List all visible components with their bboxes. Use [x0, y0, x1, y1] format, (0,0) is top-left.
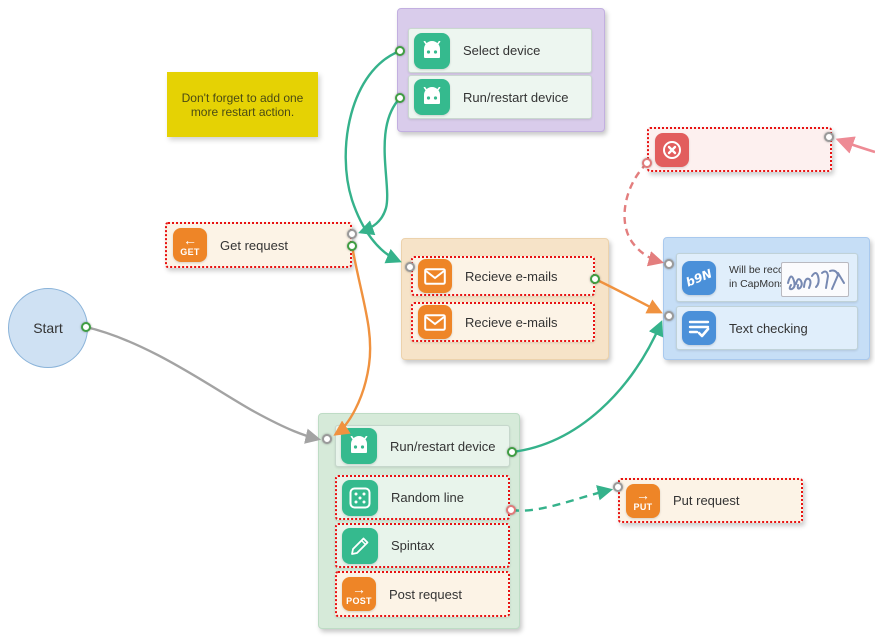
port-run-restart-2-out[interactable] — [507, 447, 517, 457]
action-spintax[interactable]: Spintax — [335, 523, 510, 568]
put-request-icon: → PUT — [626, 483, 660, 518]
post-request-icon: → POST — [342, 577, 376, 611]
right-arrow-glyph: → — [352, 580, 366, 597]
edge-offscreen-to-error-stop[interactable] — [835, 136, 875, 154]
action-random-line[interactable]: Random line — [335, 475, 510, 520]
port-recieve-emails-in[interactable] — [405, 262, 415, 272]
action-error-stop[interactable] — [647, 127, 832, 172]
port-recieve-emails-out[interactable] — [590, 274, 600, 284]
action-label: Random line — [391, 490, 464, 505]
captcha-image — [781, 262, 849, 297]
port-run-restart-1-in[interactable] — [395, 93, 405, 103]
action-label: Get request — [220, 237, 288, 253]
action-label: Text checking — [729, 320, 808, 336]
edge-start-to-run-restart-2[interactable] — [85, 325, 322, 444]
action-post-request[interactable]: → POST Post request — [335, 571, 510, 617]
port-put-request-in[interactable] — [613, 482, 623, 492]
left-arrow-glyph: ← — [183, 231, 197, 248]
text-check-icon — [682, 311, 716, 345]
action-label: Run/restart device — [390, 438, 496, 454]
action-put-request[interactable]: → PUT Put request — [618, 478, 803, 523]
port-run-restart-2-in[interactable] — [322, 434, 332, 444]
action-label: Spintax — [391, 538, 435, 553]
right-arrow-glyph: → — [636, 487, 650, 503]
action-label: Recieve e-mails — [465, 268, 558, 284]
circle-x-icon — [655, 132, 689, 167]
action-select-device[interactable]: Select device — [408, 28, 592, 73]
captcha-recognition-icon: b9N — [682, 260, 716, 295]
start-label: Start — [33, 320, 63, 336]
port-random-line-out[interactable] — [506, 505, 516, 515]
action-capmonster-recognition[interactable]: b9N Will be recognized in CapMonsterCl..… — [676, 253, 858, 302]
action-label: Put request — [673, 493, 740, 508]
android-icon — [341, 428, 377, 464]
action-label: Select device — [463, 43, 541, 58]
edge-error-stop-to-capmonster[interactable] — [623, 162, 665, 267]
port-capmonster-in[interactable] — [664, 259, 674, 269]
svg-text:b9N: b9N — [684, 266, 714, 289]
dice-icon — [342, 479, 378, 516]
action-run-restart-device-2[interactable]: Run/restart device — [335, 425, 510, 467]
port-get-request-in[interactable] — [347, 229, 357, 239]
action-label: Post request — [389, 586, 462, 602]
action-text-checking[interactable]: Text checking — [676, 306, 858, 350]
port-select-device-in[interactable] — [395, 46, 405, 56]
android-icon — [414, 32, 450, 69]
envelope-icon — [418, 259, 452, 293]
action-label: Run/restart device — [463, 89, 569, 105]
port-start-out[interactable] — [81, 322, 91, 332]
port-error-stop-in[interactable] — [824, 132, 834, 142]
sticky-note[interactable]: Don't forget to add one more restart act… — [167, 72, 318, 137]
port-error-stop-out[interactable] — [642, 158, 652, 168]
android-icon — [414, 79, 450, 115]
get-request-icon: ← GET — [173, 228, 207, 262]
port-text-checking-in[interactable] — [664, 311, 674, 321]
action-recieve-emails-2[interactable]: Recieve e-mails — [411, 302, 595, 342]
edge-run-restart-1-to-get-request[interactable] — [358, 97, 401, 236]
port-get-request-out[interactable] — [347, 241, 357, 251]
action-recieve-emails-1[interactable]: Recieve e-mails — [411, 256, 595, 296]
sticky-note-text: Don't forget to add one more restart act… — [181, 90, 304, 119]
edge-get-request-to-run-restart-2[interactable] — [333, 245, 372, 436]
action-label: Recieve e-mails — [465, 314, 558, 330]
action-get-request[interactable]: ← GET Get request — [165, 222, 352, 268]
edge-random-line-to-put-request[interactable] — [510, 485, 614, 512]
envelope-icon — [418, 305, 452, 339]
start-node[interactable]: Start — [8, 288, 88, 368]
action-run-restart-device-1[interactable]: Run/restart device — [408, 75, 592, 119]
pencil-icon — [342, 527, 378, 564]
